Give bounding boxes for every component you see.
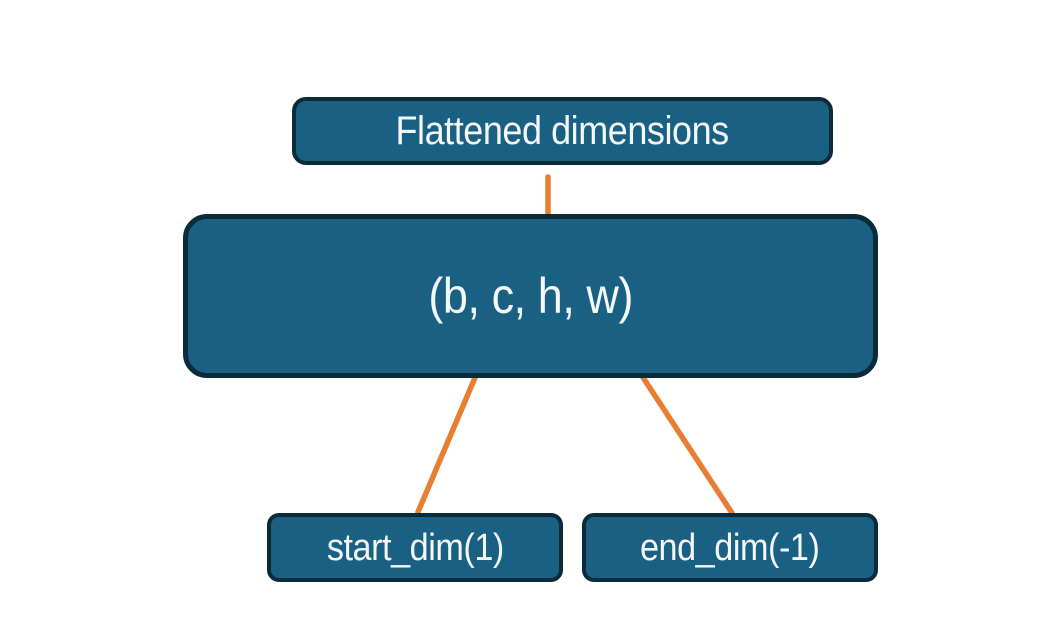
node-start-dim-label: start_dim(1) <box>326 526 504 569</box>
node-flattened-dimensions: Flattened dimensions <box>292 97 833 165</box>
node-start-dim: start_dim(1) <box>267 513 563 582</box>
node-flattened-dimensions-label: Flattened dimensions <box>395 109 730 153</box>
node-end-dim: end_dim(-1) <box>582 513 878 582</box>
node-tensor-shape-label: (b, c, h, w) <box>428 268 633 324</box>
node-tensor-shape: (b, c, h, w) <box>183 214 878 378</box>
node-end-dim-label: end_dim(-1) <box>640 526 820 569</box>
